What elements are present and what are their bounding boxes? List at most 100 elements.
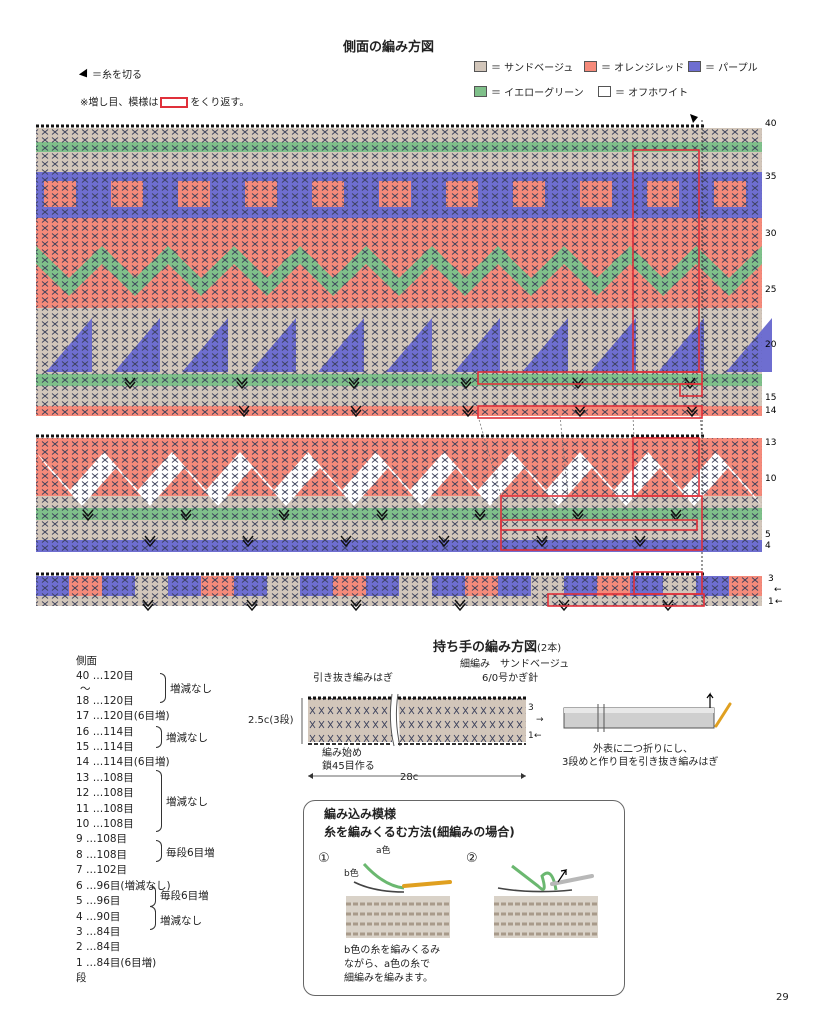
- row-label-5: 5: [765, 530, 771, 540]
- bracket-label: 増減なし: [166, 796, 208, 808]
- bracket: [156, 726, 162, 748]
- legend-item-yellow-green: ＝ イエローグリーン: [474, 84, 584, 99]
- cut-note: ＝糸を切る: [78, 68, 142, 82]
- side-stitch-chart: 40 35 30 25 20 15 14 13 10 5 4 3 ← 1 ←: [36, 114, 783, 612]
- count-row: 40 …120目: [76, 670, 134, 683]
- handle-stitches-right: [398, 698, 526, 742]
- count-row: 9 …108目: [76, 833, 128, 846]
- count-row: 〜: [80, 682, 91, 695]
- yarn-arrow-icon: [706, 692, 714, 708]
- bracket: [150, 906, 156, 930]
- row-label-20: 20: [765, 340, 777, 350]
- increase-mark: [236, 377, 248, 390]
- handle-height-label: 2.5c(3段): [248, 715, 294, 726]
- legend-item-orange-red: ＝ オレンジレッド: [584, 59, 684, 74]
- bracket-label: 増減なし: [166, 732, 208, 744]
- count-row: 7 …102目: [76, 864, 128, 877]
- handle-start-label: 編み始め: [322, 748, 362, 759]
- row-label-40: 40: [765, 119, 777, 129]
- step-2-illustration: [494, 864, 598, 938]
- count-row: 12 …108目: [76, 787, 134, 800]
- legend-item-purple: ＝ パープル: [688, 59, 758, 74]
- increase-mark: [124, 377, 136, 390]
- increase-mark: [350, 405, 362, 418]
- increase-mark: [144, 535, 156, 548]
- handle-diagram: [301, 693, 526, 779]
- repeat-box: [500, 519, 698, 531]
- bracket: [160, 673, 166, 703]
- folded-handle-seam: [597, 704, 605, 732]
- swatch-yellow-green: [474, 86, 487, 97]
- connector-line: [477, 415, 502, 497]
- increase-mark: [376, 509, 388, 522]
- increase-mark: [142, 599, 154, 612]
- increase-mark: [340, 535, 352, 548]
- a-color-yarn: [511, 864, 558, 891]
- increase-mark: [438, 535, 450, 548]
- page-number: 29: [776, 992, 789, 1003]
- row-label-1: 1: [768, 597, 774, 607]
- a-color-label: a色: [376, 846, 391, 856]
- bracket-label: 増減なし: [170, 683, 212, 695]
- row-arrow-2: ←: [774, 585, 782, 595]
- cut-mark-icon: [690, 114, 698, 123]
- increase-mark: [350, 599, 362, 612]
- red-box-icon: [160, 97, 189, 108]
- increase-mark: [460, 377, 472, 390]
- fabric-swatch: [346, 896, 450, 938]
- increase-mark: [462, 405, 474, 418]
- step-1-number: ①: [318, 851, 330, 866]
- step-2-number: ②: [466, 851, 478, 866]
- count-row: 3 …84目: [76, 925, 121, 938]
- b-color-yarn: [353, 881, 405, 893]
- handle-yarn-info: 細編み サンドベージュ: [460, 659, 570, 670]
- row-label-3: 3: [768, 574, 774, 584]
- technique-note: 細編みを編みます。: [344, 973, 433, 984]
- increase-mark: [634, 535, 646, 548]
- stitch-count-list: 側面 40 …120目 〜 18 …120目 17 …120目(6目増) 16 …: [76, 654, 171, 987]
- increase-mark: [474, 509, 486, 522]
- handle-arrow-left: ←: [534, 731, 542, 741]
- row-label-35: 35: [765, 172, 776, 182]
- stitch-x-pattern: [36, 438, 762, 552]
- fabric-texture: [494, 902, 598, 936]
- hook-icon: [714, 702, 732, 728]
- row-label-25: 25: [765, 285, 776, 295]
- technique-note: ながら、a色の糸で: [344, 959, 431, 970]
- repeat-box: [547, 593, 705, 607]
- b-color-label: b色: [344, 869, 359, 879]
- bracket-label: 増減なし: [160, 915, 202, 927]
- step-1-illustration: [346, 862, 452, 938]
- increase-mark: [536, 535, 548, 548]
- fabric-swatch: [494, 896, 598, 938]
- bracket: [156, 770, 162, 832]
- handle-slip-join-label: 引き抜き編みはぎ: [313, 673, 393, 684]
- increase-mark: [238, 405, 250, 418]
- connector-line: [559, 415, 569, 497]
- increase-mark: [242, 535, 254, 548]
- increase-mark: [278, 509, 290, 522]
- repeat-box: [477, 405, 703, 419]
- increase-mark: [454, 599, 466, 612]
- bracket-label: 毎段6目増: [160, 890, 209, 902]
- stitch-x-pattern: [36, 128, 762, 416]
- count-row: 8 …108目: [76, 848, 128, 861]
- a-color-yarn: [362, 862, 405, 890]
- chart-stitch-overlay: [36, 128, 762, 606]
- row-label-30: 30: [765, 229, 777, 239]
- row-label-10: 10: [765, 474, 777, 484]
- count-row: 段: [76, 972, 87, 985]
- swatch-orange-red: [584, 61, 597, 72]
- increase-mark: [574, 405, 586, 418]
- handle-width-label: 28c: [400, 772, 419, 783]
- technique-title: 編み込み模様: [324, 807, 397, 821]
- legend-item-off-white: ＝ オフホワイト: [598, 84, 688, 99]
- count-row: 18 …120目: [76, 694, 134, 707]
- count-row: 17 …120目(6目増): [76, 710, 170, 723]
- count-row: 4 …90目: [76, 910, 121, 923]
- chart-repeat-boxes: [477, 149, 705, 607]
- technique-subtitle: 糸を編みくるむ方法(細編みの場合): [324, 825, 515, 839]
- repeat-box: [679, 383, 703, 397]
- count-row: 2 …84目: [76, 941, 121, 954]
- row-label-13: 13: [765, 438, 776, 448]
